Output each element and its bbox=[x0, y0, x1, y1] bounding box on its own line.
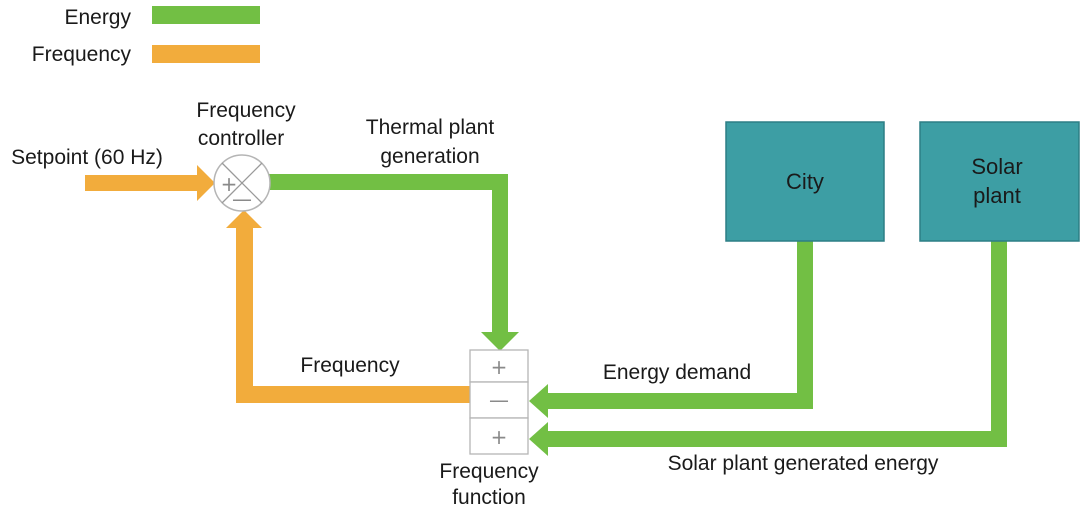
function-top-sign: + bbox=[491, 355, 508, 379]
summing-junction-icon: + — bbox=[213, 154, 271, 212]
thermal-label-line1: Thermal plant bbox=[366, 116, 495, 139]
controller-minus-sign: — bbox=[232, 187, 252, 211]
controller-label-line2: controller bbox=[198, 127, 284, 150]
solar-energy-label: Solar plant generated energy bbox=[668, 452, 939, 475]
solar-label-line2: plant bbox=[973, 183, 1021, 208]
setpoint-arrow bbox=[85, 165, 215, 201]
controller-plus-sign: + bbox=[221, 172, 238, 196]
solar-energy-line bbox=[529, 241, 1007, 456]
energy-demand-label: Energy demand bbox=[603, 361, 751, 384]
thermal-label-line2: generation bbox=[380, 145, 479, 168]
setpoint-label: Setpoint (60 Hz) bbox=[11, 146, 163, 169]
legend: Energy Frequency bbox=[32, 6, 260, 66]
legend-energy-label: Energy bbox=[64, 6, 131, 29]
legend-frequency-swatch bbox=[152, 45, 260, 63]
frequency-function-block: + — + bbox=[469, 349, 529, 455]
function-middle-sign: — bbox=[489, 388, 509, 412]
function-label-line2: function bbox=[452, 486, 526, 506]
frequency-feedback-label: Frequency bbox=[300, 354, 400, 377]
energy-demand-line bbox=[529, 241, 813, 418]
function-bottom-sign: + bbox=[491, 425, 508, 449]
solar-plant-block: Solar plant bbox=[919, 121, 1080, 242]
city-label: City bbox=[786, 169, 824, 194]
solar-label-line1: Solar bbox=[971, 154, 1022, 179]
legend-frequency-label: Frequency bbox=[32, 43, 132, 66]
thermal-generation-line bbox=[268, 174, 519, 351]
function-label-line1: Frequency bbox=[439, 460, 539, 483]
legend-energy-swatch bbox=[152, 6, 260, 24]
controller-label-line1: Frequency bbox=[196, 99, 296, 122]
city-block: City bbox=[725, 121, 885, 242]
frequency-feedback-line bbox=[226, 210, 470, 403]
